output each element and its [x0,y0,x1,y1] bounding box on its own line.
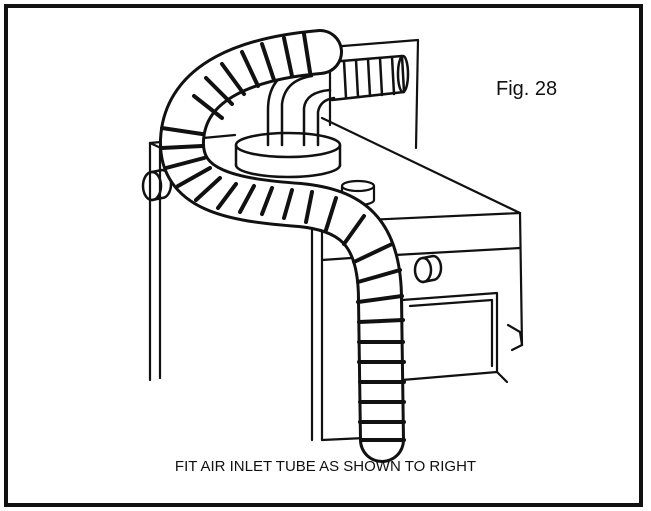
figure-frame [4,4,643,507]
flexible-air-tube [159,29,406,463]
figure-number: Fig. 28 [496,78,558,100]
tube-collar [234,131,342,179]
figure-caption: FIT AIR INLET TUBE AS SHOWN TO RIGHT [174,458,477,475]
front-knob [413,254,443,284]
